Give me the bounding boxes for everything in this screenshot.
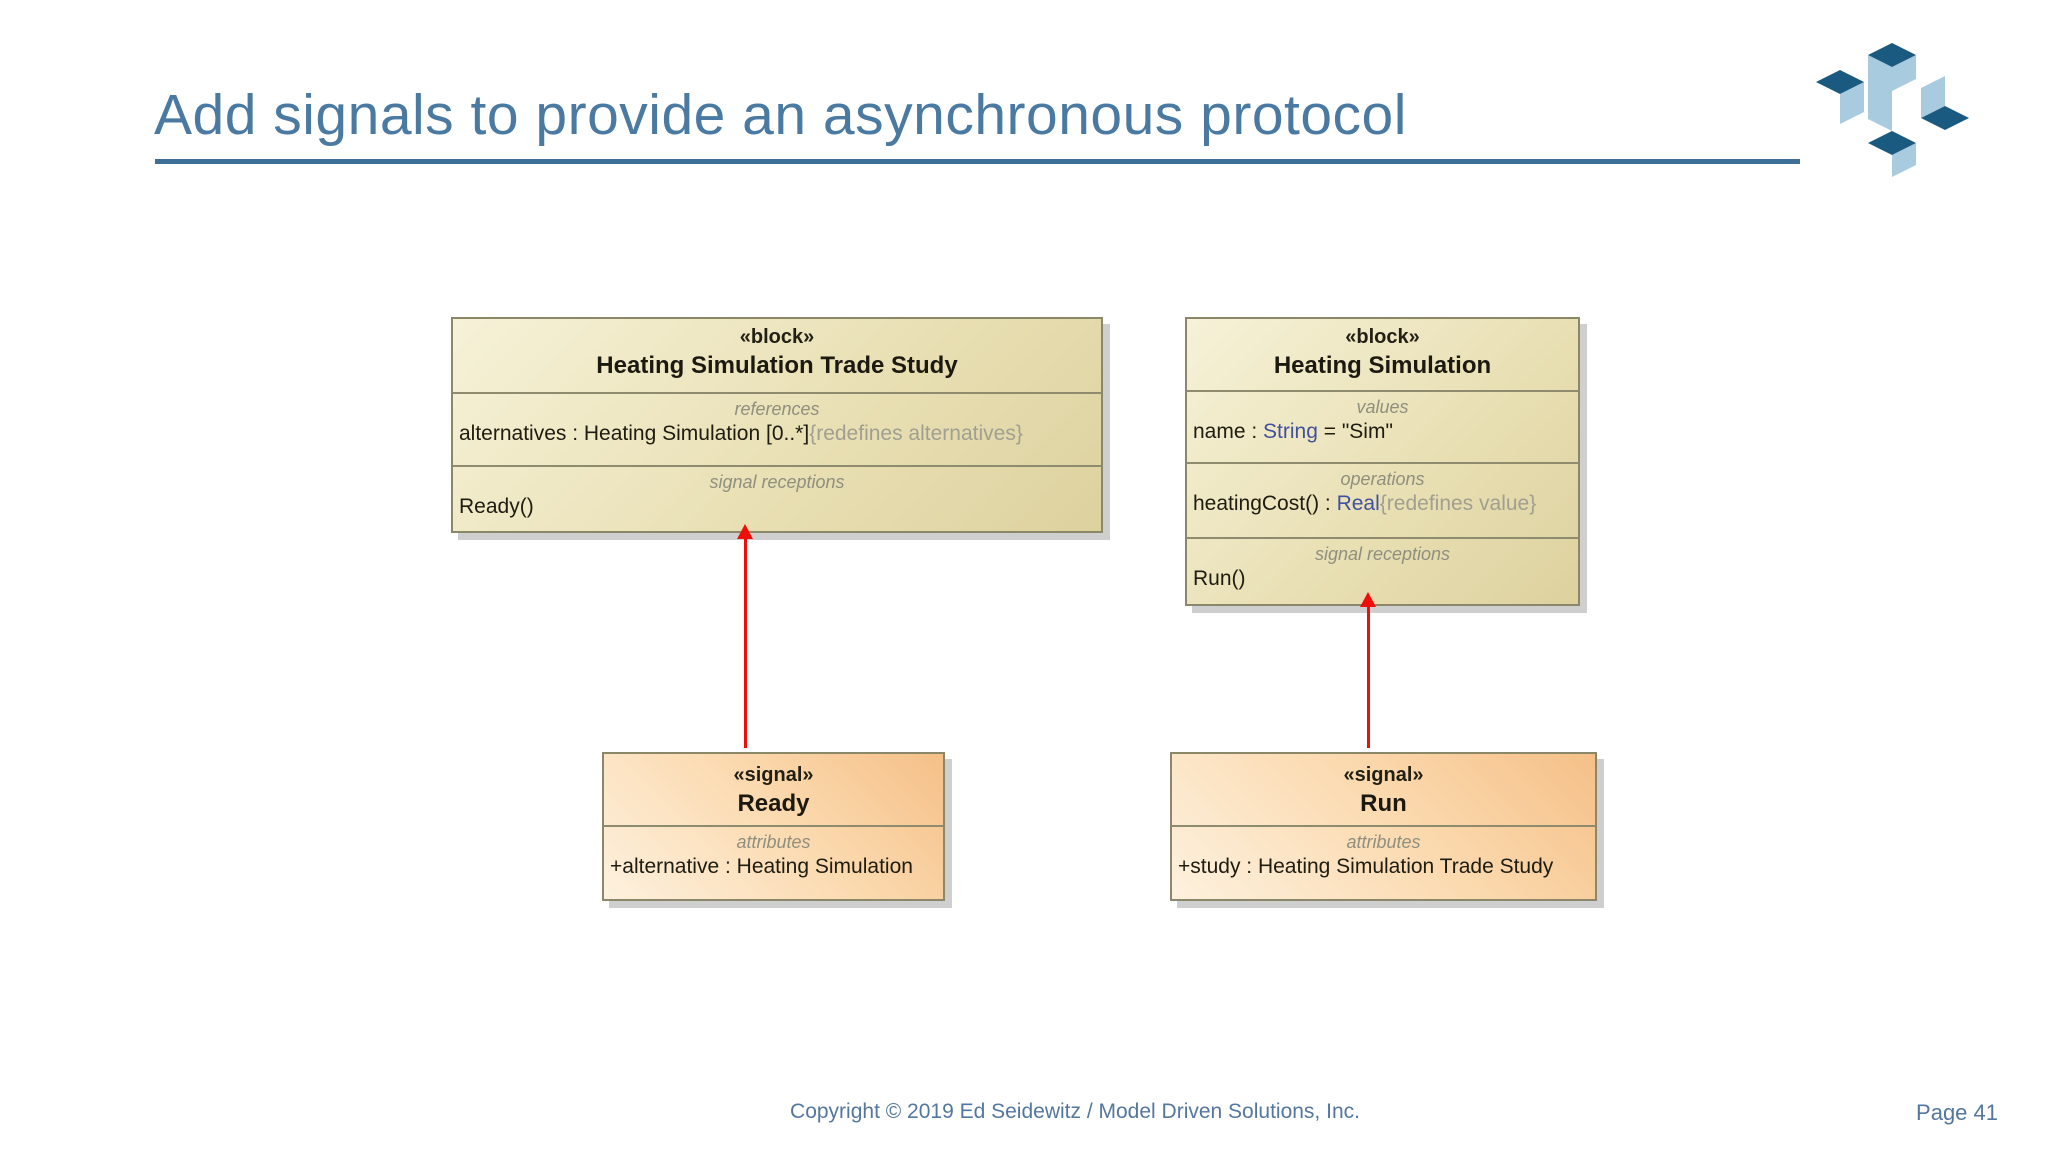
block-header: «block» Heating Simulation xyxy=(1187,319,1578,390)
signal-run: «signal» Run attributes +study : Heating… xyxy=(1170,752,1597,901)
compartment-signal-receptions: signal receptions Ready() xyxy=(453,465,1101,531)
feature-line: alternatives : Heating Simulation [0..*]… xyxy=(453,419,1101,446)
feature-text: name : xyxy=(1193,420,1264,443)
compartment-label: references xyxy=(734,399,820,419)
compartment-label: signal receptions xyxy=(709,472,845,492)
arrowhead-icon xyxy=(1360,592,1376,607)
feature-modifier: {redefines alternatives} xyxy=(809,422,1023,445)
compartment-label: attributes xyxy=(736,832,811,852)
block-header: «signal» Run xyxy=(1172,754,1595,825)
signal-ready: «signal» Ready attributes +alternative :… xyxy=(602,752,945,901)
feature-text: +study : Heating Simulation Trade Study xyxy=(1178,855,1554,878)
feature-type: String xyxy=(1263,420,1318,443)
arrowhead-icon xyxy=(737,524,753,539)
feature-line: +study : Heating Simulation Trade Study xyxy=(1172,852,1595,879)
compartment-references: references alternatives : Heating Simula… xyxy=(453,392,1101,465)
block-name: Run xyxy=(1360,790,1407,817)
compartment-signal-receptions: signal receptions Run() xyxy=(1187,537,1578,604)
arrow-line xyxy=(743,539,747,748)
block-header: «signal» Ready xyxy=(604,754,943,825)
feature-line: heatingCost() : Real{redefines value} xyxy=(1187,489,1578,516)
copyright-footer: Copyright © 2019 Ed Seidewitz / Model Dr… xyxy=(790,1100,1360,1123)
stereotype-label: «signal» xyxy=(733,764,814,786)
model-driven-solutions-logo-icon xyxy=(1816,43,1969,177)
block-header: «block» Heating Simulation Trade Study xyxy=(453,319,1101,392)
feature-line: Run() xyxy=(1187,564,1578,591)
compartment-label: values xyxy=(1356,397,1409,417)
stereotype-label: «block» xyxy=(739,326,815,348)
compartment-attributes: attributes +alternative : Heating Simula… xyxy=(604,825,943,899)
arrow-run-to-heating-simulation xyxy=(1359,592,1377,748)
feature-line: +alternative : Heating Simulation xyxy=(604,852,943,879)
block-name: Ready xyxy=(737,790,810,817)
compartment-operations: operations heatingCost() : Real{redefine… xyxy=(1187,462,1578,537)
feature-modifier: {redefines value} xyxy=(1379,492,1537,515)
block-name: Heating Simulation Trade Study xyxy=(596,352,958,379)
feature-text: = "Sim" xyxy=(1317,420,1393,443)
compartment-attributes: attributes +study : Heating Simulation T… xyxy=(1172,825,1595,899)
feature-type: Real xyxy=(1336,492,1380,515)
arrow-ready-to-trade-study xyxy=(736,524,754,748)
feature-line: Ready() xyxy=(453,492,1101,519)
feature-text: alternatives : Heating Simulation [0..*] xyxy=(459,422,810,445)
stereotype-label: «signal» xyxy=(1343,764,1424,786)
page-number: Page 41 xyxy=(1916,1100,1998,1125)
block-heating-simulation-trade-study: «block» Heating Simulation Trade Study r… xyxy=(451,317,1103,533)
title-underline xyxy=(155,159,1800,164)
stereotype-label: «block» xyxy=(1345,326,1420,348)
feature-text: +alternative : Heating Simulation xyxy=(610,855,913,878)
page-title: Add signals to provide an asynchronous p… xyxy=(154,83,1407,147)
compartment-label: signal receptions xyxy=(1314,544,1451,564)
block-name: Heating Simulation xyxy=(1273,352,1492,379)
feature-line: name : String = "Sim" xyxy=(1187,417,1578,444)
feature-text: heatingCost() : xyxy=(1193,492,1337,515)
feature-text: Ready() xyxy=(459,495,534,518)
arrow-line xyxy=(1366,607,1370,748)
feature-text: Run() xyxy=(1193,567,1246,590)
block-heating-simulation: «block» Heating Simulation values name :… xyxy=(1185,317,1580,606)
compartment-label: attributes xyxy=(1346,832,1421,852)
compartment-label: operations xyxy=(1340,469,1425,489)
compartment-values: values name : String = "Sim" xyxy=(1187,390,1578,462)
